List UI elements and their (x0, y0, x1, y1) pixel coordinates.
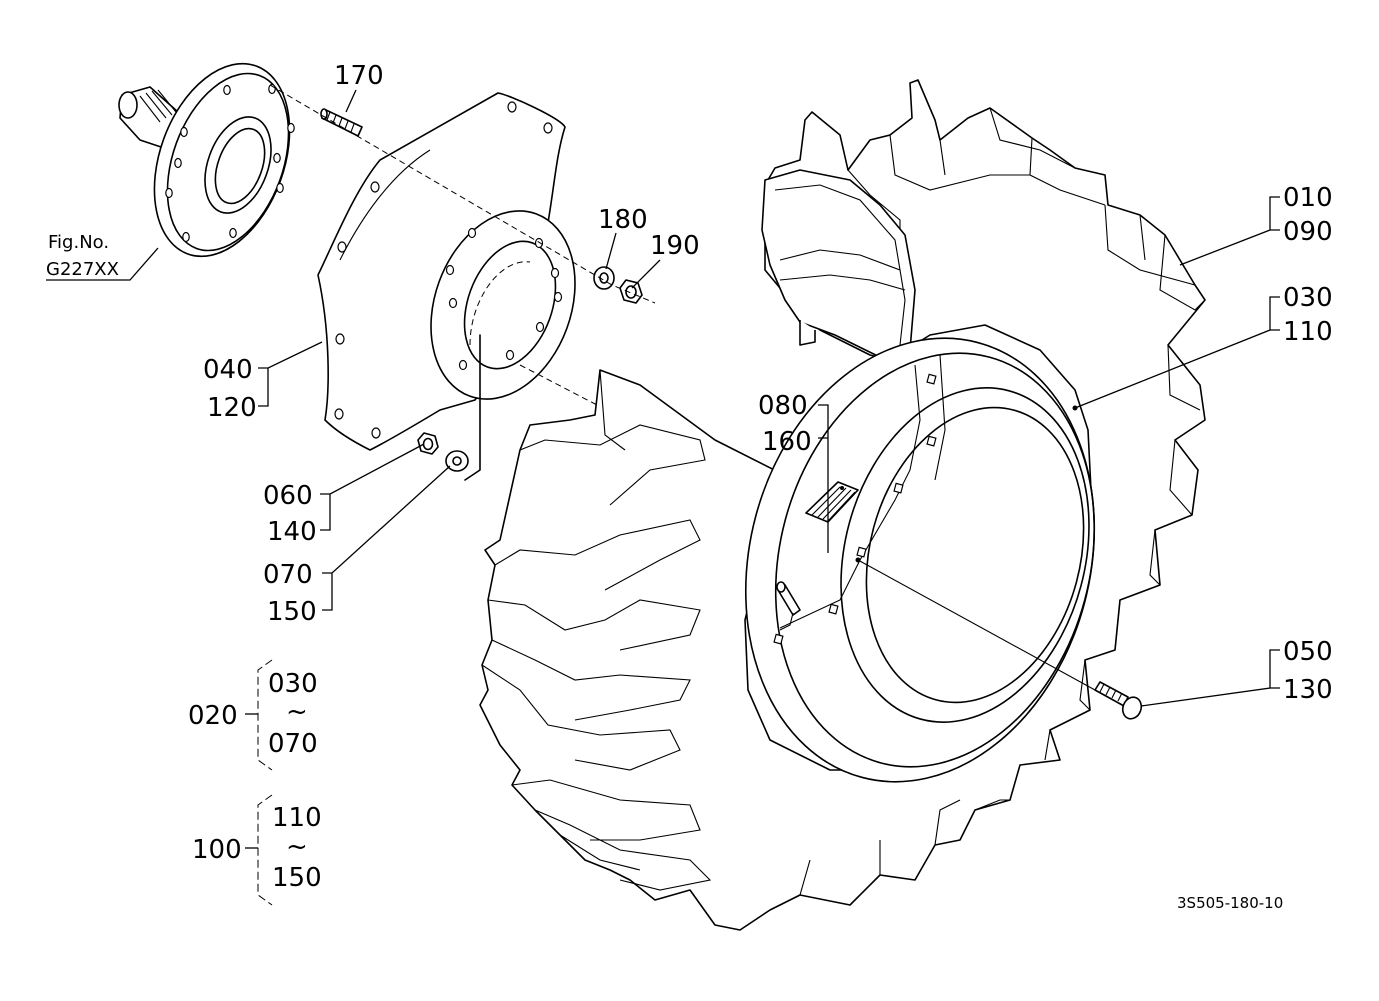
bolt-050 (1094, 681, 1143, 720)
callout-060: 060 (263, 481, 313, 511)
figure-ref-line1: Fig.No. (48, 232, 109, 253)
washer-070 (445, 450, 469, 472)
rim (744, 337, 1096, 783)
assembly-group-020: 020 030 ~ 070 (188, 659, 318, 771)
callout-120: 120 (207, 393, 257, 423)
callout-040: 040 (203, 355, 253, 385)
callout-070: 070 (263, 560, 313, 590)
callout-130: 130 (1283, 675, 1333, 705)
callout-190: 190 (650, 231, 700, 261)
stud-170 (320, 108, 363, 137)
callout-030: 030 (1283, 283, 1333, 313)
assembly-id: 020 (188, 701, 238, 731)
callout-050: 050 (1283, 637, 1333, 667)
assembly-group-100: 100 110 ~ 150 (192, 794, 322, 906)
label-plate-080 (805, 481, 859, 523)
assembly-from: 030 (268, 669, 318, 699)
wheel-disc (317, 92, 576, 481)
assembly-to: 150 (272, 863, 322, 893)
callout-080: 080 (758, 391, 808, 421)
figure-ref-line2: G227XX (46, 259, 119, 280)
callout-090: 090 (1283, 217, 1333, 247)
callout-170: 170 (334, 61, 384, 91)
assembly-id: 100 (192, 835, 242, 865)
assembly-sep: ~ (286, 697, 308, 727)
assembly-from: 110 (272, 803, 322, 833)
nut-190 (619, 279, 643, 304)
callout-160: 160 (762, 427, 812, 457)
nut-060 (417, 432, 439, 455)
axle-flange (118, 62, 295, 258)
callout-110: 110 (1283, 317, 1333, 347)
drawing-code: 3S505-180-10 (1177, 894, 1283, 912)
washer-180 (593, 266, 615, 290)
assembly-to: 070 (268, 729, 318, 759)
callout-150: 150 (267, 597, 317, 627)
assembly-sep: ~ (286, 832, 308, 862)
callout-140: 140 (267, 517, 317, 547)
callout-180: 180 (598, 205, 648, 235)
callout-010: 010 (1283, 183, 1333, 213)
